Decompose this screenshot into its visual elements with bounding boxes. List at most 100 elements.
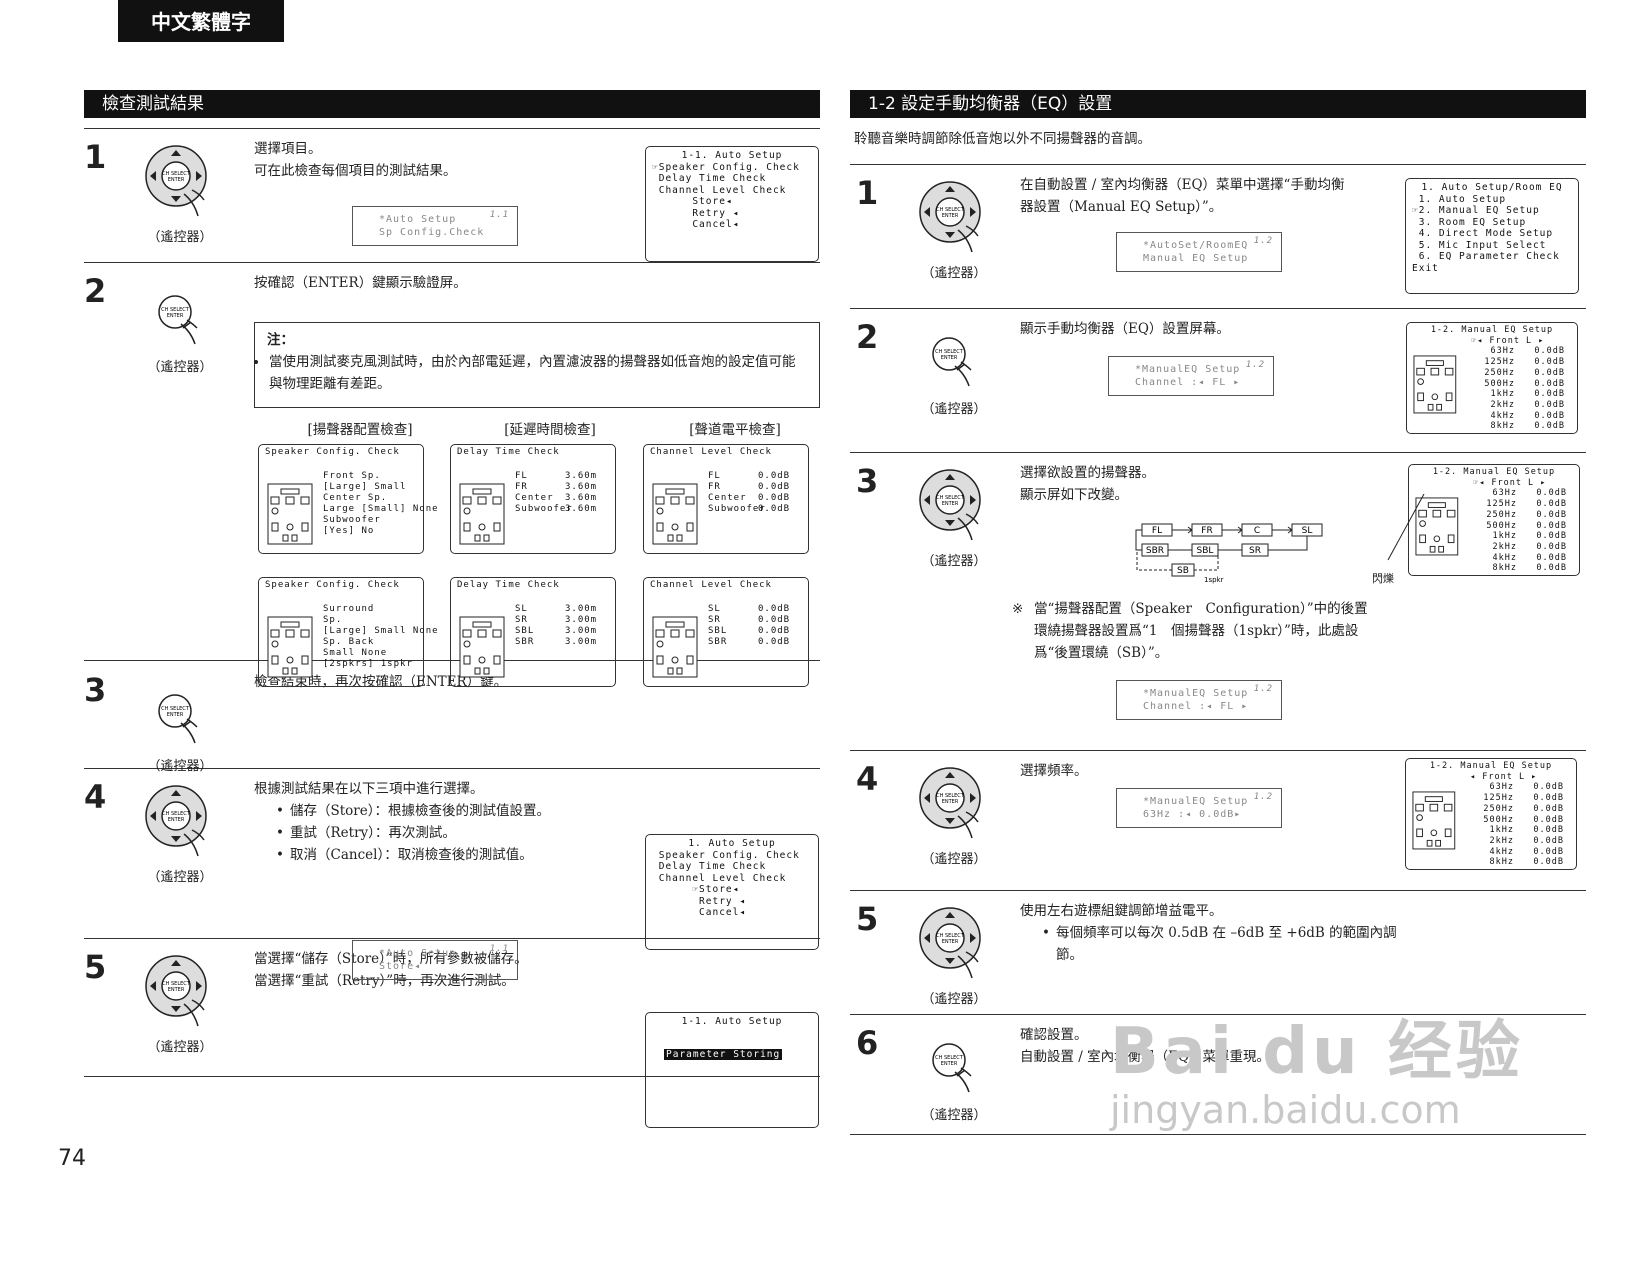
eq-channel: ☞◂ Front L ▸ bbox=[1473, 477, 1547, 488]
note-text: 當“揚聲器配置（Speaker Configuration）”中的後置環繞揚聲器… bbox=[1034, 601, 1368, 661]
watermark: Bai du 经验 jingyan.baidu.com bbox=[1110, 1000, 1524, 1132]
screen-row-label: Center bbox=[515, 493, 554, 503]
osd-line: 4. Direct Mode Setup bbox=[1412, 228, 1554, 239]
lcd-line: Manual EQ Setup bbox=[1143, 253, 1249, 264]
eq-gain: 0.0dB bbox=[1534, 346, 1565, 357]
screen-row-label: SL bbox=[708, 604, 721, 614]
eq-frequency: 500Hz bbox=[1486, 520, 1517, 531]
step-text-line: 選擇頻率。 bbox=[1020, 763, 1088, 779]
note-mark: ※ bbox=[1012, 601, 1024, 617]
screen-line: [Large] Small None bbox=[323, 626, 439, 636]
eq-channel: ◂ Front L ▸ bbox=[1470, 771, 1538, 782]
remote-label: （遙控器） bbox=[147, 870, 213, 885]
divider bbox=[84, 938, 820, 939]
eq-frequency: 63Hz bbox=[1489, 782, 1514, 793]
svg-text:CH SELECT: CH SELECT bbox=[935, 1055, 964, 1061]
osd-line: Cancel◂ bbox=[652, 907, 747, 918]
divider bbox=[850, 164, 1586, 165]
eq-gain: 0.0dB bbox=[1536, 509, 1567, 520]
svg-text:SR: SR bbox=[1249, 546, 1261, 556]
svg-text:ENTER: ENTER bbox=[168, 177, 185, 183]
osd-line: 3. Room EQ Setup bbox=[1412, 216, 1527, 228]
eq-gain: 0.0dB bbox=[1536, 488, 1567, 499]
eq-gain: 0.0dB bbox=[1533, 782, 1564, 793]
screen-row-label: SBR bbox=[708, 637, 728, 647]
screen-row-label: SBL bbox=[515, 626, 535, 636]
right-step-text: 確認設置。自動設置 / 室內均衡器（EQ）菜單重現。 bbox=[1020, 1024, 1400, 1068]
svg-text:SB: SB bbox=[1177, 566, 1189, 576]
lcd-line-number: 1.2 bbox=[1253, 684, 1273, 694]
eq-title: 1-2. Manual EQ Setup bbox=[1430, 325, 1554, 335]
step-text-line: 使用左右遊標組鍵調節增益電平。 bbox=[1020, 903, 1223, 919]
right-section-title: 1-2 設定手動均衡器（EQ）設置 bbox=[850, 90, 1586, 118]
flash-pointer-line bbox=[1386, 492, 1426, 566]
eq-gain: 0.0dB bbox=[1534, 378, 1565, 389]
eq-frequency: 8kHz bbox=[1489, 857, 1514, 868]
right-step-1-osd: 1. Auto Setup/Room EQ 1. Auto Setup☞2. M… bbox=[1405, 178, 1579, 294]
left-step-text: 根據測試結果在以下三項中進行選擇。儲存（Store）：根據檢查後的測試值設置。重… bbox=[254, 778, 634, 866]
note-body: 當使用測試麥克風測試時，由於內部電延遲，內置濾波器的揚聲器如低音炮的設定值可能與… bbox=[269, 351, 807, 395]
svg-text:CH SELECT: CH SELECT bbox=[161, 706, 190, 712]
remote-label: （遙控器） bbox=[147, 1040, 213, 1055]
step-text-line: 可在此檢查每個項目的測試結果。 bbox=[254, 163, 457, 179]
remote-label: （遙控器） bbox=[921, 852, 987, 867]
svg-text:ENTER: ENTER bbox=[942, 213, 959, 219]
osd-line: 5. Mic Input Select bbox=[1412, 239, 1547, 251]
svg-text:CH SELECT: CH SELECT bbox=[936, 495, 965, 501]
osd-line: Cancel◂ bbox=[652, 219, 740, 230]
lcd-line-number: 1.1 bbox=[489, 944, 509, 954]
eq-frequency: 2kHz bbox=[1490, 399, 1515, 410]
page-number: 74 bbox=[58, 1146, 86, 1171]
eq-row: 4kHz 0.0dB bbox=[1411, 411, 1573, 422]
osd-line: Retry ◂ bbox=[652, 895, 747, 907]
osd-line: Retry ◂ bbox=[652, 207, 740, 219]
language-tag: 中文繁體字 bbox=[118, 0, 284, 42]
screen-row-value: 3.00m bbox=[565, 604, 598, 614]
bullet-item: 儲存（Store）：根據檢查後的測試值設置。 bbox=[274, 800, 634, 822]
osd-line: Exit bbox=[1412, 262, 1439, 274]
speaker-layout-icon bbox=[267, 483, 313, 549]
screen-line: Small None bbox=[323, 648, 388, 658]
screen-row-value: 0.0dB bbox=[758, 604, 791, 614]
remote-label: （遙控器） bbox=[921, 1108, 987, 1123]
eq-frequency: 4kHz bbox=[1490, 410, 1515, 421]
left-step-2-note: 注：當使用測試麥克風測試時，由於內部電延遲，內置濾波器的揚聲器如低音炮的設定值可… bbox=[254, 322, 820, 408]
eq-frequency: 250Hz bbox=[1484, 367, 1515, 378]
eq-gain: 0.0dB bbox=[1534, 410, 1565, 421]
left-step-text: 按確認（ENTER）鍵顯示驗證屏。 bbox=[254, 272, 634, 294]
step-text-line: 按確認（ENTER）鍵顯示驗證屏。 bbox=[254, 275, 467, 291]
screen-row-label: FR bbox=[708, 482, 721, 492]
step-text-line: 顯示屏如下改變。 bbox=[1020, 487, 1128, 503]
eq-channel: ☞◂ Front L ▸ bbox=[1471, 335, 1545, 346]
lcd-line-number: 1.1 bbox=[489, 210, 509, 220]
eq-gain: 0.0dB bbox=[1533, 857, 1564, 868]
screen-row-label: Center bbox=[708, 493, 747, 503]
screen-row-label: FR bbox=[515, 482, 528, 492]
eq-row: 63Hz 0.0dB bbox=[1410, 782, 1572, 793]
eq-frequency: 125Hz bbox=[1483, 793, 1514, 804]
step-text-line: 選擇項目。 bbox=[254, 141, 322, 157]
eq-frequency: 4kHz bbox=[1492, 552, 1517, 563]
screen-row-value: 3.60m bbox=[565, 504, 598, 514]
eq-frequency: 500Hz bbox=[1483, 814, 1514, 825]
speaker-layout-icon bbox=[652, 616, 698, 682]
svg-text:ENTER: ENTER bbox=[941, 355, 958, 361]
eq-gain: 0.0dB bbox=[1533, 793, 1564, 804]
remote-label: （遙控器） bbox=[921, 992, 987, 1007]
